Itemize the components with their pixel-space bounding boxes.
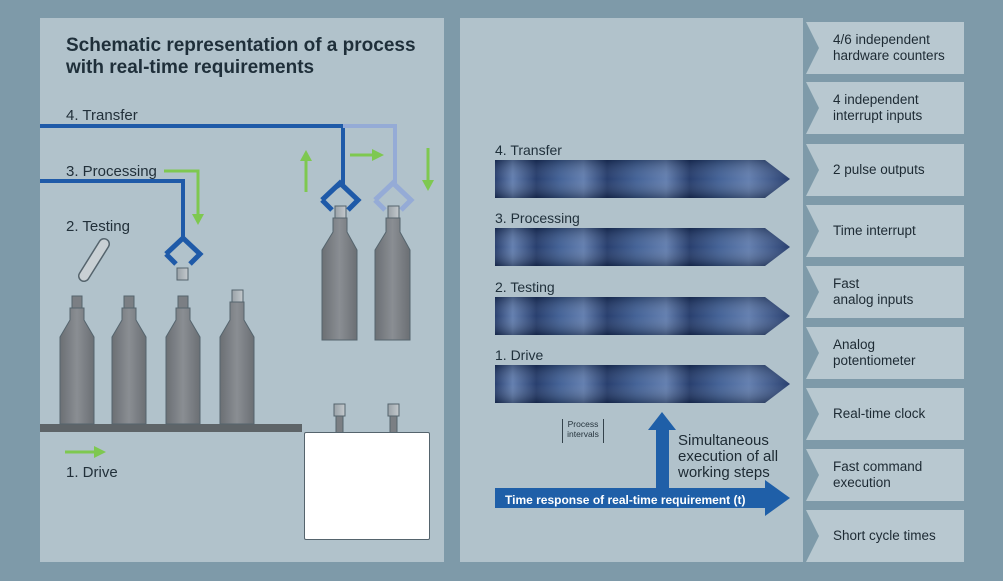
processing-gripper-icon xyxy=(164,234,204,266)
processing-band xyxy=(495,228,790,266)
bottle-icon xyxy=(165,295,201,425)
transfer-band xyxy=(495,160,790,198)
processing-band-label: 3. Processing xyxy=(495,210,580,226)
feature-tag: 4/6 independent hardware counters xyxy=(806,22,964,74)
processing-label: 3. Processing xyxy=(66,163,157,180)
drive-band-label: 1. Drive xyxy=(495,347,544,363)
feature-tag: Time interrupt xyxy=(806,205,964,257)
simultaneous-execution-label: Simultaneous execution of all working st… xyxy=(678,432,779,481)
time-response-label: Time response of real-time requirement (… xyxy=(505,493,746,507)
feature-tag: Analog potentiometer xyxy=(806,327,964,379)
feature-tag: 4 independent interrupt inputs xyxy=(806,82,964,134)
feature-tag: 2 pulse outputs xyxy=(806,144,964,196)
testing-band xyxy=(495,297,790,335)
testing-probe-icon xyxy=(78,238,110,282)
feature-tag: Fast analog inputs xyxy=(806,266,964,318)
process-intervals-label: Process intervals xyxy=(562,419,604,443)
drive-label: 1. Drive xyxy=(66,464,118,481)
bottle-icon xyxy=(111,295,147,425)
transfer-ghost-line xyxy=(343,124,397,183)
packing-box xyxy=(304,432,430,540)
lifted-bottle-icon xyxy=(374,205,411,341)
lifted-bottle-icon xyxy=(321,205,358,341)
time-arrow-icon xyxy=(495,480,790,516)
transfer-down-arrow-icon xyxy=(422,148,434,191)
box-bottle-neck-icon xyxy=(387,403,400,434)
processing-arrow-icon xyxy=(164,169,204,225)
drive-arrow-icon xyxy=(65,446,106,458)
transfer-label: 4. Transfer xyxy=(66,107,138,124)
drive-band xyxy=(495,365,790,403)
simultaneous-arrow-icon xyxy=(648,412,676,488)
diagram-title: Schematic representation of a process wi… xyxy=(66,35,416,78)
feature-tag: Short cycle times xyxy=(806,510,964,562)
transfer-ghost-gripper-icon xyxy=(373,179,415,212)
processing-line xyxy=(40,179,185,238)
gripped-cap-icon xyxy=(176,267,189,281)
feature-tag: Real-time clock xyxy=(806,388,964,440)
transfer-right-arrow-icon xyxy=(350,149,384,161)
bottle-icon xyxy=(59,295,95,425)
transfer-band-label: 4. Transfer xyxy=(495,142,562,158)
testing-band-label: 2. Testing xyxy=(495,279,555,295)
testing-label: 2. Testing xyxy=(66,218,130,235)
bottle-icon xyxy=(219,289,255,425)
feature-tag: Fast command execution xyxy=(806,449,964,501)
timeline-panel xyxy=(460,18,803,562)
transfer-up-arrow-icon xyxy=(300,150,312,192)
transfer-gripper-icon xyxy=(320,179,362,212)
conveyor-belt xyxy=(40,424,302,432)
